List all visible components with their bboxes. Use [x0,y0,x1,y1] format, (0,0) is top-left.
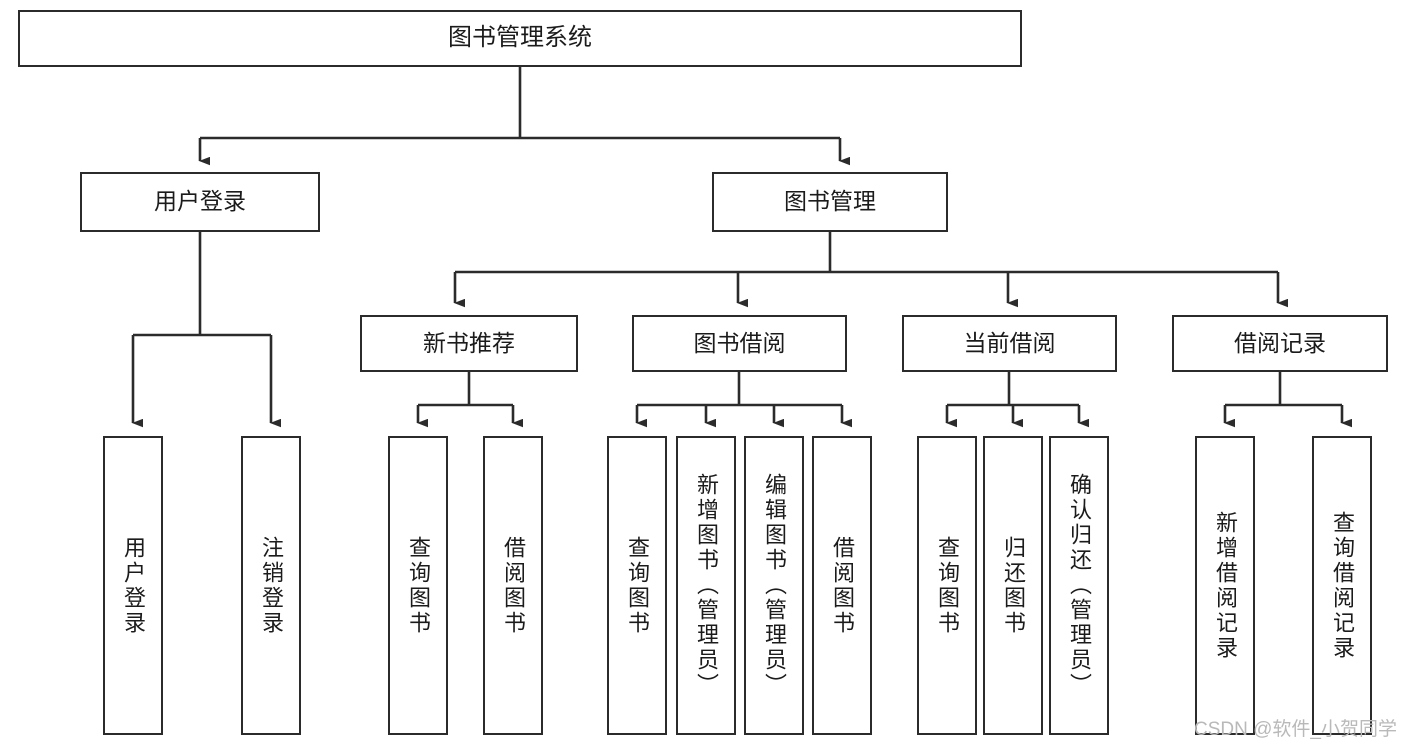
leaf-user-login-logout[interactable]: 注销登录 [241,436,301,735]
node-label: 用户登录 [154,188,246,215]
leaf-record-query-record[interactable]: 查询借阅记录 [1312,436,1372,735]
node-label: 归还图书 [1001,535,1026,636]
leaf-current-return-book[interactable]: 归还图书 [983,436,1043,735]
leaf-borrow-edit-book-admin[interactable]: 编辑图书（管理员） [744,436,804,735]
leaf-borrow-add-book-admin[interactable]: 新增图书（管理员） [676,436,736,735]
node-current-borrow[interactable]: 当前借阅 [902,315,1117,372]
node-label: 图书管理 [784,188,876,215]
node-label: 新书推荐 [423,329,515,356]
node-root-system[interactable]: 图书管理系统 [18,10,1022,67]
node-label: 借阅图书 [501,535,526,636]
node-label: 注销登录 [259,535,284,636]
node-label: 查询图书 [935,535,960,636]
node-label: 借阅图书 [830,535,855,636]
node-label: 查询图书 [406,535,431,636]
node-label: 编辑图书（管理员） [762,473,787,698]
node-label: 查询图书 [625,535,650,636]
node-label: 新增借阅记录 [1213,510,1238,661]
leaf-borrow-query-book[interactable]: 查询图书 [607,436,667,735]
node-new-book-recommend[interactable]: 新书推荐 [360,315,578,372]
leaf-user-login-login[interactable]: 用户登录 [103,436,163,735]
node-label: 图书管理系统 [448,24,592,52]
node-label: 当前借阅 [963,329,1056,356]
node-label: 查询借阅记录 [1330,510,1355,661]
node-label: 借阅记录 [1234,329,1326,356]
node-user-login[interactable]: 用户登录 [80,172,320,232]
node-borrow-record[interactable]: 借阅记录 [1172,315,1388,372]
watermark-text: CSDN @软件_小贺同学 [1194,719,1397,740]
node-label: 图书借阅 [693,329,786,356]
node-label: 新增图书（管理员） [694,473,719,698]
node-book-borrow[interactable]: 图书借阅 [632,315,847,372]
leaf-record-add-record[interactable]: 新增借阅记录 [1195,436,1255,735]
leaf-borrow-borrow-book[interactable]: 借阅图书 [812,436,872,735]
leaf-current-query-book[interactable]: 查询图书 [917,436,977,735]
node-label: 确认归还（管理员） [1067,473,1092,698]
node-book-management[interactable]: 图书管理 [712,172,948,232]
node-label: 用户登录 [121,535,146,636]
leaf-recommend-query-book[interactable]: 查询图书 [388,436,448,735]
leaf-current-confirm-return-admin[interactable]: 确认归还（管理员） [1049,436,1109,735]
leaf-recommend-borrow-book[interactable]: 借阅图书 [483,436,543,735]
